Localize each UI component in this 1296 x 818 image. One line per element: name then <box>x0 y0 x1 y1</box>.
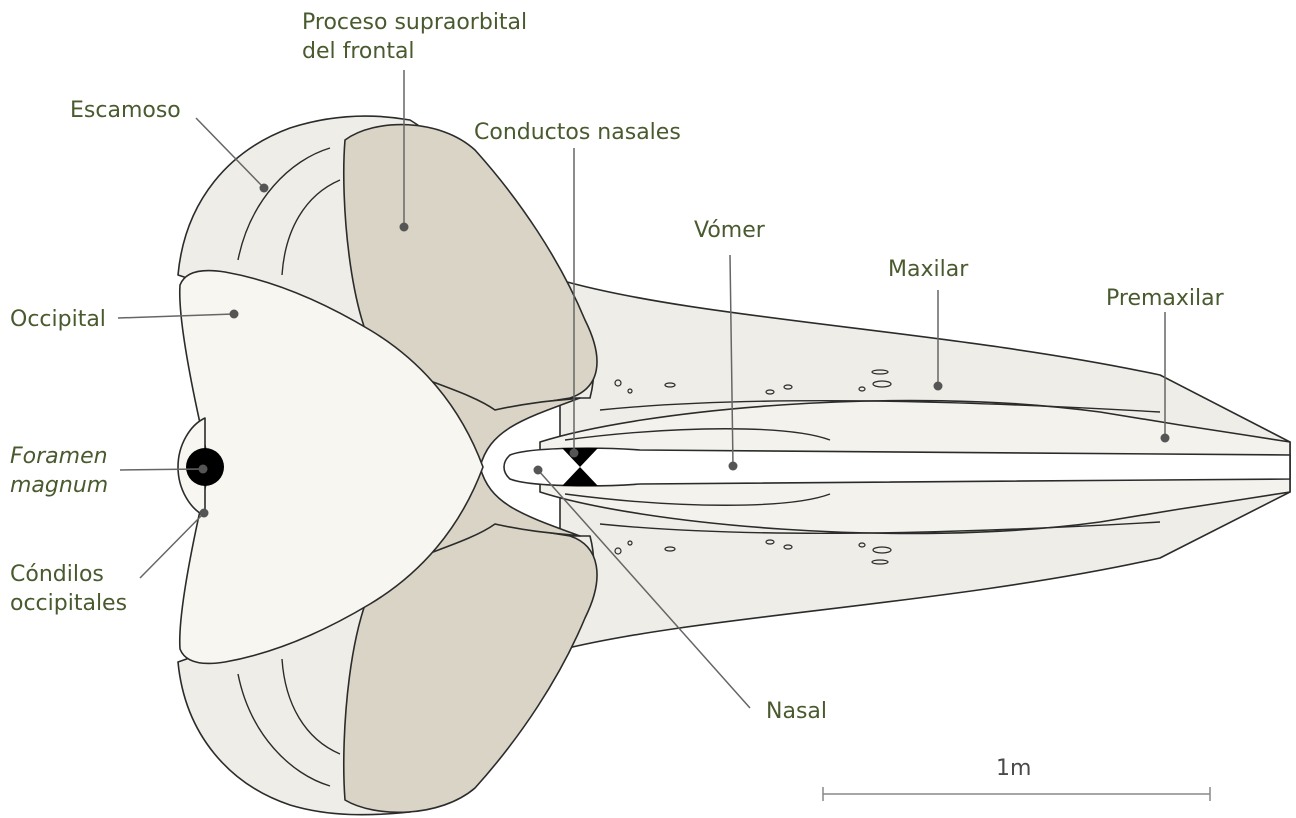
scale-bar <box>823 787 1210 801</box>
label-occipital: Occipital <box>10 305 106 334</box>
label-premaxilar: Premaxilar <box>1106 284 1224 313</box>
label-maxilar: Maxilar <box>888 255 968 284</box>
label-proceso-supraorbital: Proceso supraorbital del frontal <box>302 8 527 66</box>
label-foramen-magnum: Foramen magnum <box>10 442 108 500</box>
label-vomer: Vómer <box>694 216 765 245</box>
label-escamoso: Escamoso <box>70 96 181 125</box>
scale-label: 1m <box>996 756 1031 781</box>
nasal-opening <box>504 448 1290 486</box>
label-conductos-nasales: Conductos nasales <box>474 118 681 147</box>
label-condilos-occipitales: Cóndilos occipitales <box>10 560 127 618</box>
label-nasal: Nasal <box>766 697 827 726</box>
